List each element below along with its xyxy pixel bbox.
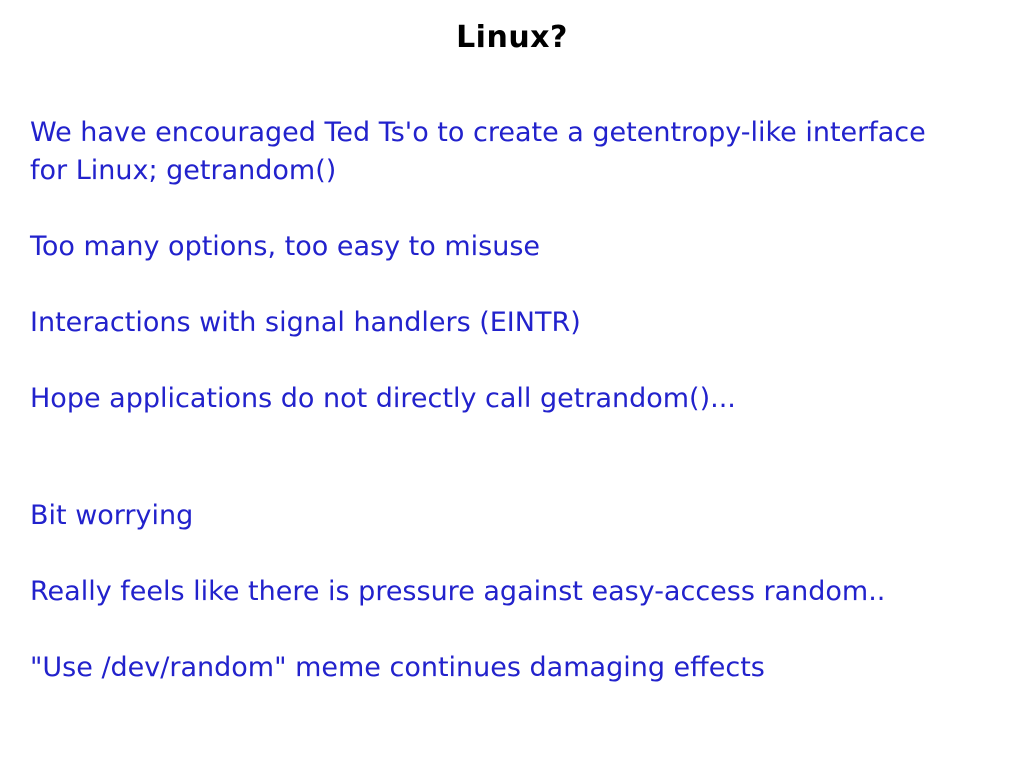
text-line: Hope applications do not directly call g… bbox=[30, 383, 736, 414]
text-line: Really feels like there is pressure agai… bbox=[30, 576, 886, 607]
text-line: for Linux; getrandom() bbox=[30, 155, 337, 186]
text-line: Interactions with signal handlers (EINTR… bbox=[30, 307, 581, 338]
text-line: Bit worrying bbox=[30, 500, 194, 531]
text-line: "Use /dev/random" meme continues damagin… bbox=[30, 652, 765, 683]
slide-title: Linux? bbox=[456, 20, 568, 55]
text-line: We have encouraged Ted Ts'o to create a … bbox=[30, 117, 926, 148]
text-line: Too many options, too easy to misuse bbox=[30, 231, 540, 262]
